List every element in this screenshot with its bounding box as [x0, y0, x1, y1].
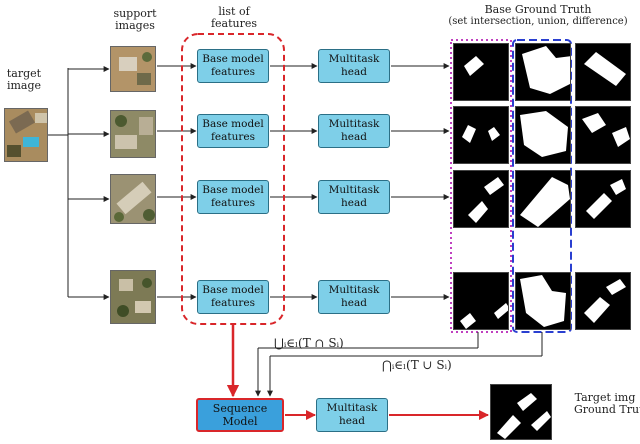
- support-images-label-line2: images: [115, 19, 155, 32]
- head-box-4-line2: head: [341, 297, 367, 309]
- gt-mask-art: [586, 179, 626, 219]
- list-of-features-label: list of features: [206, 6, 262, 30]
- feature-box-2-line2: features: [211, 131, 255, 143]
- feature-box-3-line2: features: [211, 197, 255, 209]
- head-box-4-line1: Multitask: [328, 284, 380, 296]
- head-box-2-line2: head: [341, 131, 367, 143]
- support-image-4: [110, 270, 156, 324]
- gt-mask-art: [460, 303, 508, 329]
- feature-box-2-line1: Base model: [202, 118, 264, 130]
- base-ground-truth-title: Base Ground Truth (set intersection, uni…: [440, 4, 636, 28]
- feature-box-4-line2: features: [211, 297, 255, 309]
- gt-mask-art: [520, 177, 570, 227]
- gt-mask-r2-c1: [453, 106, 509, 164]
- union-column-group: [512, 39, 572, 333]
- gt-mask-art: [520, 111, 568, 157]
- head-box-1-line1: Multitask: [328, 53, 380, 65]
- support-image-2: [110, 110, 156, 158]
- base-gt-subtitle-text: (set intersection, union, difference): [448, 16, 628, 27]
- gt-mask-shape: [586, 179, 626, 219]
- feature-box-1-line2: features: [211, 66, 255, 78]
- support-image-3: [110, 174, 156, 224]
- gt-mask-art: [462, 125, 500, 143]
- gt-mask-shape: [520, 177, 570, 227]
- target-ground-truth: [490, 384, 552, 440]
- support-image-2-art: [111, 111, 155, 157]
- gt-mask-shape: [460, 303, 508, 329]
- support-image-1: [110, 46, 156, 92]
- gt-mask-r3-c1: [453, 170, 509, 228]
- target-gt-art: [497, 393, 551, 439]
- final-head-line2: head: [339, 415, 365, 427]
- gt-mask-art: [584, 279, 626, 323]
- gt-mask-art: [520, 275, 566, 327]
- gt-mask-art: [464, 56, 484, 76]
- intersection-formula: ⋃ᵢ∈ₗ(T ∩ Sᵢ): [274, 336, 344, 350]
- gt-mask-shape: [582, 113, 630, 147]
- list-of-features-label-line2: features: [210, 17, 258, 30]
- gt-mask-shape: [584, 279, 626, 323]
- gt-mask-r4-c1: [453, 272, 509, 330]
- gt-mask-r2-c3: [575, 106, 631, 164]
- target-image-label-line1: target: [6, 67, 42, 80]
- feature-box-4-line1: Base model: [202, 284, 264, 296]
- final-head-line1: Multitask: [326, 402, 378, 414]
- union-formula: ⋂ᵢ∈ₗ(T ∪ Sᵢ): [382, 358, 452, 372]
- head-box-3-line1: Multitask: [328, 184, 380, 196]
- gt-mask-art: [522, 46, 570, 94]
- head-box-3-line2: head: [341, 197, 367, 209]
- gt-mask-shape: [520, 111, 568, 157]
- gt-mask-art: [582, 113, 630, 147]
- target-image-art: [5, 109, 47, 161]
- sequence-model-line1: Sequence: [212, 402, 268, 415]
- support-image-3-art: [111, 175, 155, 223]
- support-images-label-line1: support: [113, 7, 157, 20]
- target-gt-label-line2: Ground Truth: [574, 403, 640, 416]
- target-gt-label-line1: Target img: [574, 391, 636, 404]
- intersection-column-group: [450, 39, 512, 333]
- support-image-1-art: [111, 47, 155, 91]
- sequence-model-line2: Model: [222, 415, 258, 428]
- gt-mask-r2-c2: [515, 106, 571, 164]
- gt-mask-shape: [464, 56, 484, 76]
- head-box-1-line2: head: [341, 66, 367, 78]
- feature-box-1-line1: Base model: [202, 53, 264, 65]
- target-image-label: target image: [4, 68, 44, 92]
- base-gt-title-text: Base Ground Truth: [484, 3, 592, 16]
- gt-mask-shape: [520, 275, 566, 327]
- list-of-features-label-line1: list of: [218, 5, 250, 18]
- gt-mask-art: [584, 52, 626, 86]
- gt-mask-art: [468, 177, 504, 223]
- gt-mask-shape: [584, 52, 626, 86]
- target-image: [4, 108, 48, 162]
- gt-mask-shape: [522, 46, 570, 94]
- gt-mask-shape: [462, 125, 500, 143]
- support-image-4-art: [111, 271, 155, 323]
- gt-mask-shape: [468, 177, 504, 223]
- gt-mask-r3-c3: [575, 170, 631, 228]
- gt-mask-r3-c2: [515, 170, 571, 228]
- gt-mask-r4-c3: [575, 272, 631, 330]
- target-image-label-line2: image: [6, 79, 42, 92]
- gt-mask-r1-c1: [453, 43, 509, 101]
- target-gt-label: Target img Ground Truth: [574, 391, 640, 416]
- gt-mask-r1-c3: [575, 43, 631, 101]
- gt-mask-r1-c2: [515, 43, 571, 101]
- head-box-2-line1: Multitask: [328, 118, 380, 130]
- support-images-label: support images: [106, 8, 164, 32]
- feature-box-3-line1: Base model: [202, 184, 264, 196]
- gt-mask-r4-c2: [515, 272, 571, 330]
